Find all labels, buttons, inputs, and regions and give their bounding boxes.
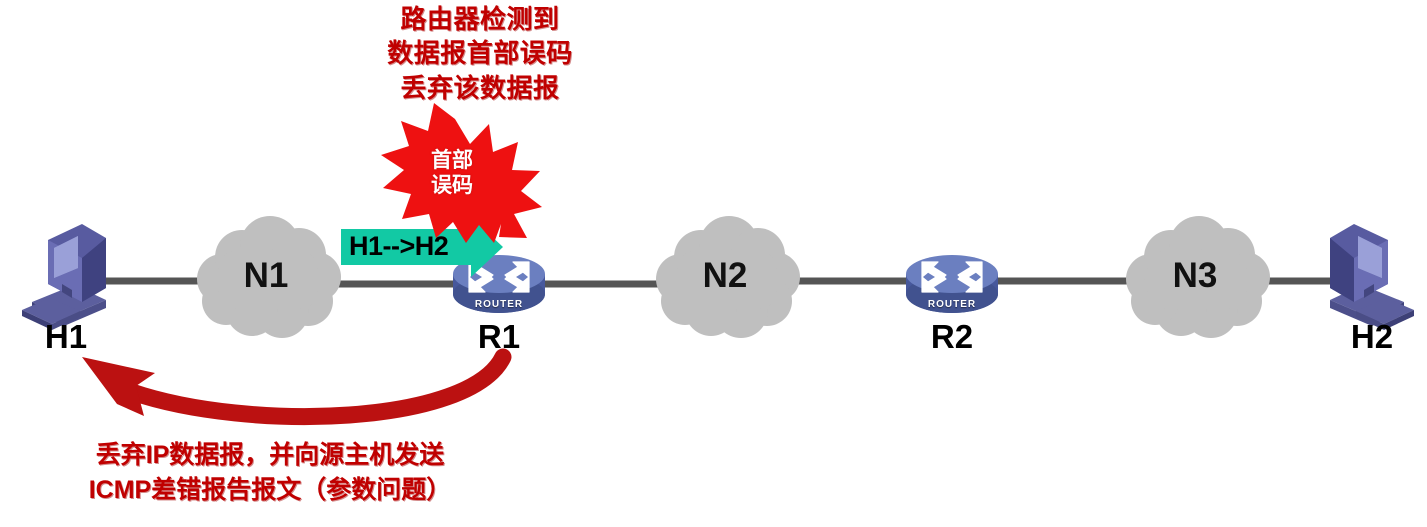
cloud-label-n1: N1 [243, 256, 289, 295]
bottom-annotation-line-1: 丢弃IP数据报，并向源主机发送 [95, 441, 445, 469]
top-annotation-line-2: 数据报首部误码 [387, 38, 573, 69]
burst-shape [381, 103, 542, 243]
icmp-arrow-curve [123, 348, 512, 425]
bottom-annotation: 丢弃IP数据报，并向源主机发送 ICMP差错报告报文（参数问题） [20, 438, 520, 508]
top-annotation-line-3: 丢弃该数据报 [400, 72, 560, 103]
node-label-r1: R1 [477, 318, 521, 355]
bottom-annotation-line-2: ICMP差错报告报文（参数问题） [88, 476, 452, 504]
router-caption-r2: ROUTER [927, 299, 977, 310]
node-label-r2: R2 [930, 318, 974, 355]
router-caption-r1: ROUTER [474, 299, 524, 310]
icmp-arrow-head [82, 357, 155, 416]
node-label-h1: H1 [44, 318, 88, 355]
burst-line-2: 误码 [431, 174, 473, 198]
node-label-h2: H2 [1350, 318, 1394, 355]
top-annotation-line-1: 路由器检测到 [400, 4, 560, 34]
cloud-label-n2: N2 [702, 256, 748, 295]
cloud-label-n3: N3 [1172, 256, 1218, 295]
top-annotation: 路由器检测到 数据报首部误码 丢弃该数据报 [330, 2, 630, 105]
burst-line-1: 首部 [431, 149, 473, 172]
packet-arrow-label: H1-->H2 [349, 231, 449, 261]
burst-label: 首部 误码 [409, 148, 495, 198]
